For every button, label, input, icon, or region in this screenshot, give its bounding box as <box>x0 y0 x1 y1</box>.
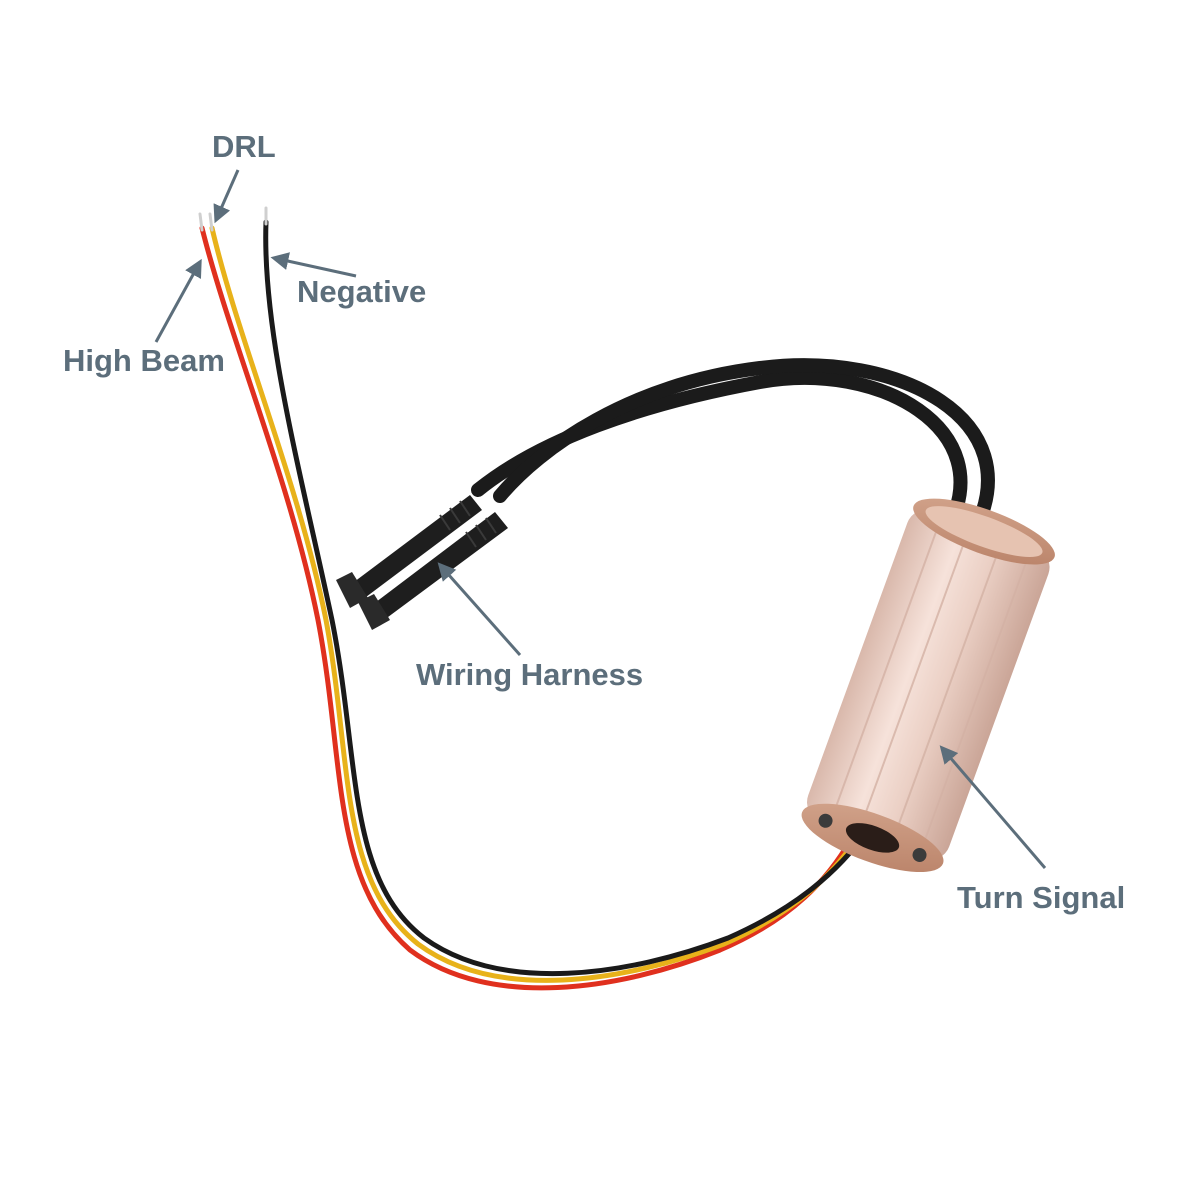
arrow-turn-signal <box>939 745 1047 869</box>
harness-cables <box>471 358 995 537</box>
arrow-drl <box>213 169 240 224</box>
harness-connector-1 <box>336 495 482 608</box>
turn-signal-module <box>801 498 1055 873</box>
arrow-negative <box>270 252 357 278</box>
callout-arrows <box>154 169 1047 869</box>
label-wiring-harness: Wiring Harness <box>416 657 644 692</box>
label-drl: DRL <box>212 129 276 164</box>
label-high-beam: High Beam <box>63 343 225 378</box>
arrow-wiring-harness <box>437 562 522 656</box>
label-negative: Negative <box>297 274 427 309</box>
arrow-high-beam <box>154 258 202 343</box>
label-turn-signal: Turn Signal <box>957 880 1126 915</box>
signal-wires <box>198 206 871 991</box>
